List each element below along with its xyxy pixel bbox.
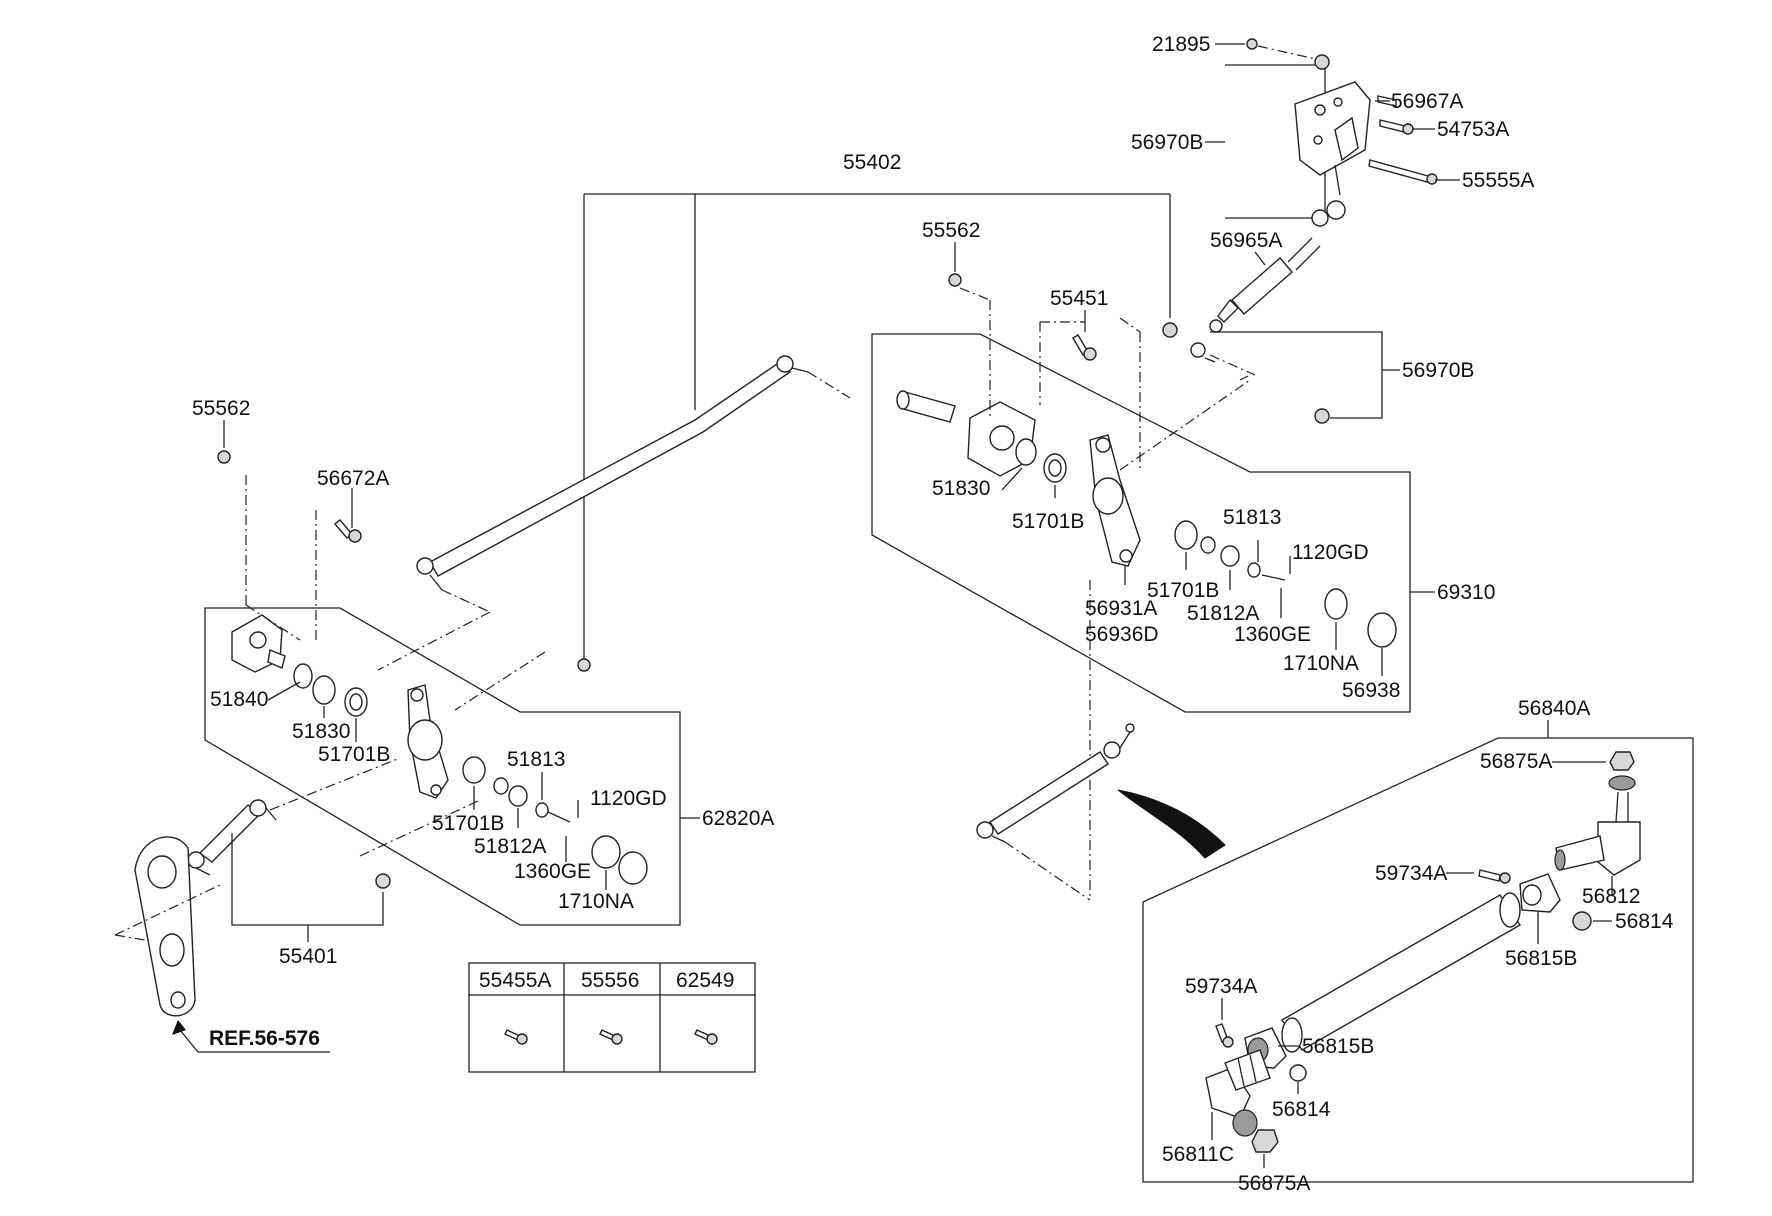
drag-link-rod [416, 355, 851, 613]
label-1120GD-right: 1120GD [1292, 541, 1369, 564]
label-55555A: 55555A [1462, 169, 1534, 192]
label-55402: 55402 [843, 151, 901, 174]
damper-56965A [1209, 237, 1321, 333]
label-56672A: 56672A [317, 467, 389, 490]
label-56814-bottom: 56814 [1272, 1098, 1331, 1121]
bolt-table-headers: 55455A 55556 62549 [479, 969, 734, 992]
label-51701B-l2: 51701B [432, 812, 504, 835]
label-54753A: 54753A [1437, 118, 1509, 141]
label-59734A-bottom: 59734A [1185, 975, 1257, 998]
label-51830-left: 51830 [292, 720, 350, 743]
label-55562-left: 55562 [192, 397, 250, 420]
label-1710NA-left: 1710NA [558, 890, 634, 913]
tie-rod-middle [976, 723, 1226, 901]
label-1710NA-right: 1710NA [1283, 652, 1359, 675]
table-header-2: 55556 [581, 969, 639, 992]
label-56875A-bottom: 56875A [1238, 1172, 1310, 1195]
label-51830-right: 51830 [932, 477, 990, 500]
label-62820A: 62820A [702, 807, 774, 830]
label-56938: 56938 [1342, 679, 1400, 702]
leader-lines [223, 43, 1613, 1168]
label-56815B-top: 56815B [1505, 947, 1577, 970]
group-56840A [1142, 737, 1694, 1183]
bracket-assembly [1205, 38, 1438, 227]
label-56965A: 56965A [1210, 229, 1282, 252]
label-56931A: 56931A [1085, 597, 1157, 620]
label-56967A: 56967A [1391, 90, 1463, 113]
label-56840A: 56840A [1518, 697, 1590, 720]
label-1120GD-left: 1120GD [590, 787, 667, 810]
label-56970B-right: 56970B [1402, 359, 1474, 382]
part-labels: 21895 56967A 54753A 56970B 55555A 56965A… [192, 33, 1674, 1195]
label-51812A-right: 51812A [1187, 602, 1259, 625]
label-55562-mid: 55562 [922, 219, 980, 242]
label-56812: 56812 [1582, 885, 1640, 908]
label-51813-left: 51813 [507, 748, 565, 771]
label-55451: 55451 [1050, 287, 1108, 310]
label-56875A-top: 56875A [1480, 750, 1552, 773]
bolt-table [468, 962, 756, 1073]
label-51812A-left: 51812A [474, 835, 546, 858]
group-62820A [114, 450, 700, 1053]
label-51813-right: 51813 [1223, 506, 1281, 529]
group-69310 [871, 273, 1435, 900]
leader-55402 [577, 193, 1178, 672]
label-51840: 51840 [210, 688, 268, 711]
label-51701B-r2: 51701B [1147, 579, 1219, 602]
label-56970B-top: 56970B [1131, 131, 1203, 154]
label-56815B-bottom: 56815B [1302, 1035, 1374, 1058]
label-56936D: 56936D [1085, 623, 1159, 646]
label-1360GE-left: 1360GE [514, 860, 591, 883]
label-69310: 69310 [1437, 581, 1495, 604]
label-56811C: 56811C [1162, 1143, 1234, 1166]
label-51701B-r1: 51701B [1012, 510, 1084, 533]
ref-label: REF.56-576 [209, 1027, 320, 1050]
label-51701B-l1: 51701B [318, 743, 390, 766]
label-55401: 55401 [279, 945, 337, 968]
table-header-3: 62549 [676, 969, 734, 992]
table-header-1: 55455A [479, 969, 551, 992]
label-56814-top: 56814 [1615, 910, 1674, 933]
label-1360GE-right: 1360GE [1234, 623, 1311, 646]
label-21895: 21895 [1152, 33, 1210, 56]
label-59734A-top: 59734A [1375, 862, 1447, 885]
